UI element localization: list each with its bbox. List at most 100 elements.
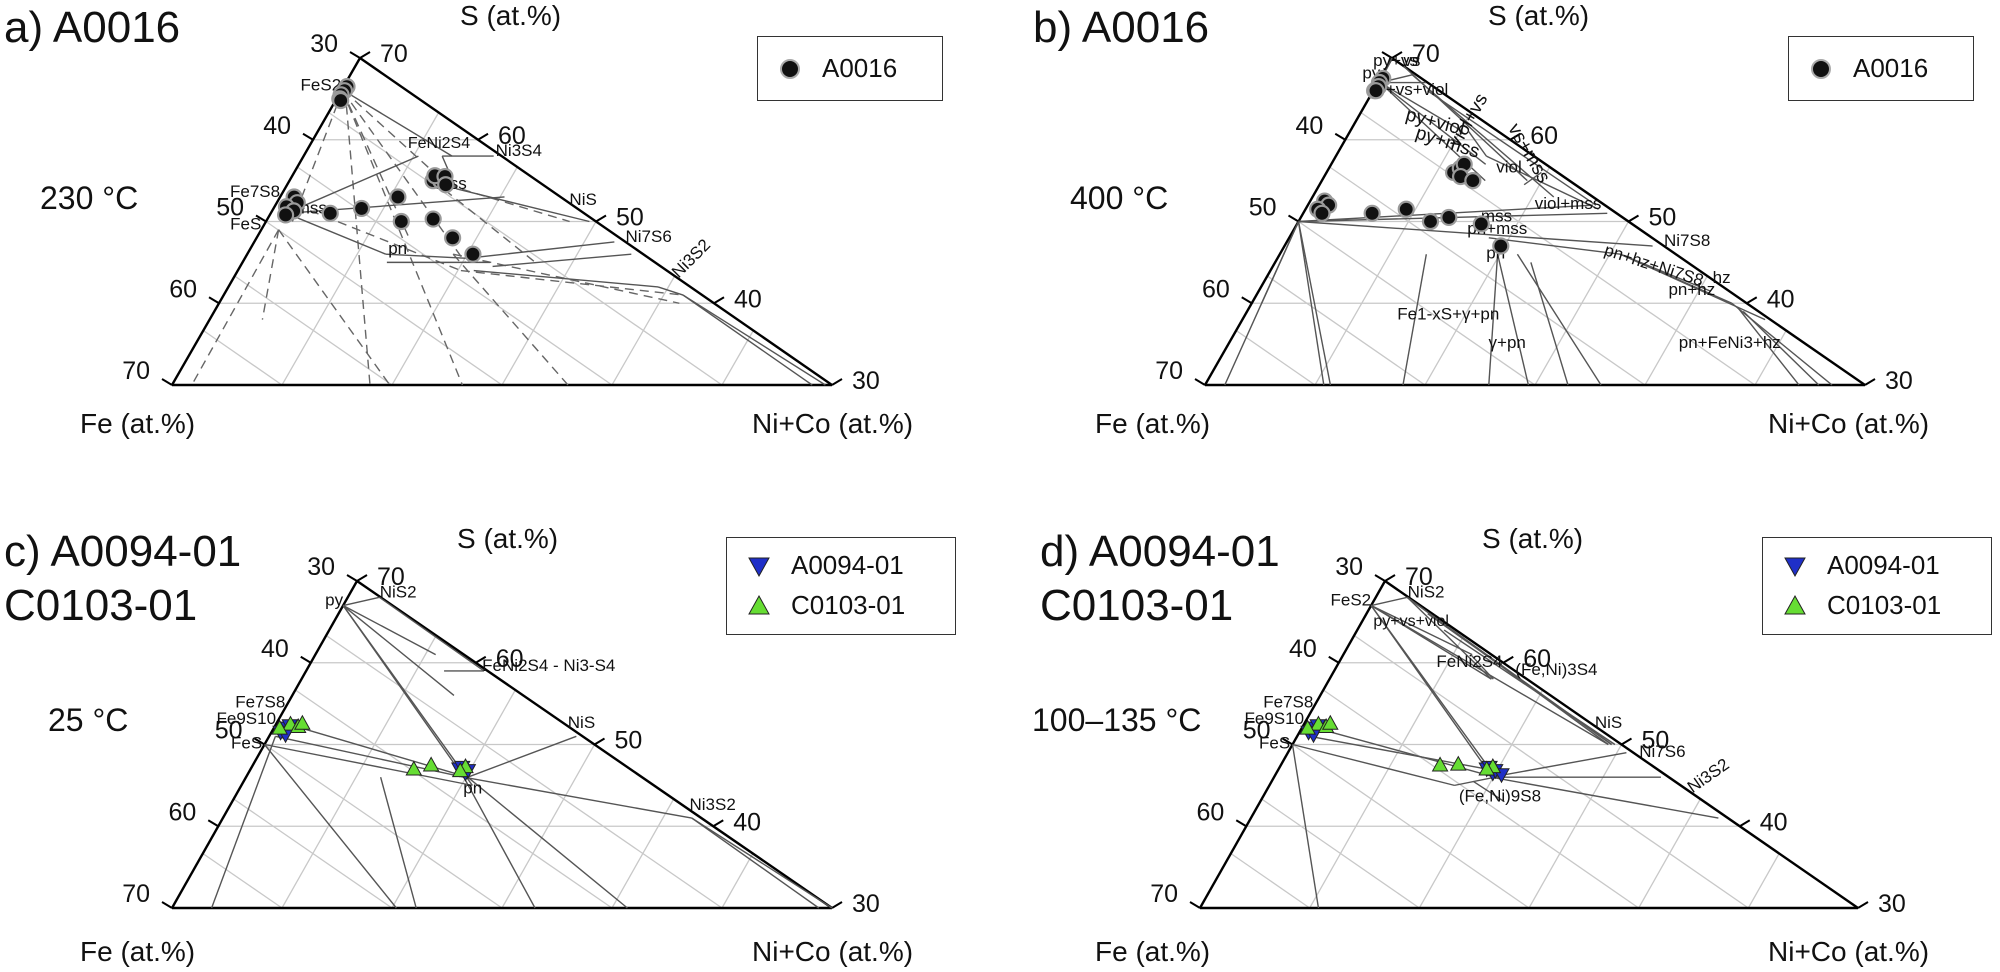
tick-label: 60 — [496, 645, 524, 673]
axis-top-label: S (at.%) — [457, 523, 559, 554]
gridline — [1528, 744, 1623, 909]
panel-label: a) A0016 — [4, 3, 181, 52]
tie-line — [385, 253, 468, 259]
tick-label: 60 — [169, 275, 197, 303]
gridline — [721, 853, 754, 909]
phase-label: FeS — [230, 215, 261, 234]
data-point — [451, 762, 469, 778]
phase-label: Fe7S8 — [235, 693, 285, 712]
tick-mark — [1509, 132, 1521, 141]
tie-line — [191, 229, 280, 386]
data-point — [405, 760, 423, 776]
tick-label: 60 — [1202, 275, 1230, 303]
tick-label: 40 — [263, 112, 291, 140]
tick-mark — [1241, 296, 1253, 305]
tick-label: 30 — [307, 553, 335, 581]
data-point — [437, 176, 455, 194]
triangle-up-marker-icon — [748, 594, 770, 614]
tie-line — [342, 604, 455, 696]
phase-label: γ+pn — [1489, 333, 1526, 352]
data-point — [1367, 82, 1385, 100]
triangle-up-marker-icon — [1784, 594, 1806, 614]
tick-mark — [1391, 51, 1403, 59]
tie-line — [1530, 262, 1569, 386]
tie-line — [1620, 253, 1766, 321]
tick-mark — [1384, 574, 1396, 582]
gridline — [1754, 330, 1787, 386]
gridline — [233, 798, 393, 909]
axis-left-label: Fe (at.%) — [80, 408, 196, 439]
tick-mark — [477, 132, 489, 141]
legend: A0016 — [1788, 36, 1974, 101]
phase-label: Ni3S2 — [1684, 755, 1733, 797]
phase-label: Ni7S8 — [1664, 231, 1710, 250]
tie-line — [1443, 629, 1616, 746]
tick-label: 70 — [380, 40, 408, 68]
temperature-label: 230 °C — [40, 180, 139, 216]
tie-line — [691, 817, 820, 909]
tie-line — [1316, 727, 1496, 778]
gridline — [281, 635, 437, 909]
tie-line — [1370, 604, 1473, 656]
gridline — [1266, 275, 1426, 386]
tick-label: 60 — [1530, 122, 1558, 150]
tie-line — [1454, 776, 1496, 787]
phase-label: Ni3S4 — [496, 141, 542, 160]
data-point — [1492, 237, 1510, 255]
tick-label: 30 — [1878, 890, 1906, 918]
phase-label: Fe9S10 — [1245, 709, 1305, 728]
triangle-down-marker-icon — [1784, 557, 1806, 577]
data-point — [352, 199, 371, 218]
tie-line — [343, 90, 444, 182]
data-point — [464, 245, 482, 263]
data-point — [1440, 208, 1458, 227]
axis-right-label: Ni+Co (at.%) — [1768, 936, 1930, 967]
tick-label: 60 — [1196, 798, 1224, 826]
phase-label: NiS — [568, 713, 595, 732]
tie-line — [657, 286, 684, 296]
tick-label: 70 — [1155, 357, 1183, 385]
tie-line — [463, 776, 692, 819]
gridline — [1235, 329, 1316, 386]
data-point — [389, 188, 407, 206]
phase-label: pn+FeNi3+hz — [1679, 333, 1781, 352]
tick-mark — [1281, 737, 1294, 746]
tie-line — [463, 776, 536, 909]
axis-top-label: S (at.%) — [1488, 0, 1590, 31]
tick-label: 40 — [1289, 635, 1317, 663]
gridline — [1747, 853, 1780, 909]
tick-mark — [593, 737, 606, 746]
tie-line — [1486, 155, 1599, 210]
gridline — [296, 166, 613, 386]
data-point — [422, 756, 440, 772]
data-points — [1309, 69, 1510, 255]
gridline — [1314, 112, 1472, 386]
legend-item: C0103-01 — [1781, 590, 1941, 621]
phase-label: vs — [1403, 51, 1420, 70]
data-point — [321, 204, 339, 222]
phase-label: py — [325, 591, 343, 610]
tick-mark — [1864, 378, 1876, 386]
panel-label-text: C0103-01 — [4, 581, 198, 630]
tick-mark — [349, 51, 361, 59]
gridline — [264, 743, 503, 909]
tick-mark — [1374, 574, 1386, 582]
tick-label: 50 — [1243, 717, 1271, 745]
tie-line — [1491, 751, 1627, 778]
tick-mark — [208, 296, 220, 305]
phase-label: Fe1-xS+γ+pn — [1397, 305, 1499, 324]
tick-label: 30 — [1335, 553, 1363, 581]
tie-line — [210, 736, 277, 909]
tie-line — [1402, 254, 1428, 386]
tie-line — [1516, 253, 1602, 386]
phase-label: Ni3S2 — [690, 795, 736, 814]
tie-line — [1488, 254, 1499, 386]
phase-label: Ni7S6 — [626, 227, 672, 246]
tie-line — [344, 90, 371, 386]
data-point — [1472, 215, 1490, 233]
